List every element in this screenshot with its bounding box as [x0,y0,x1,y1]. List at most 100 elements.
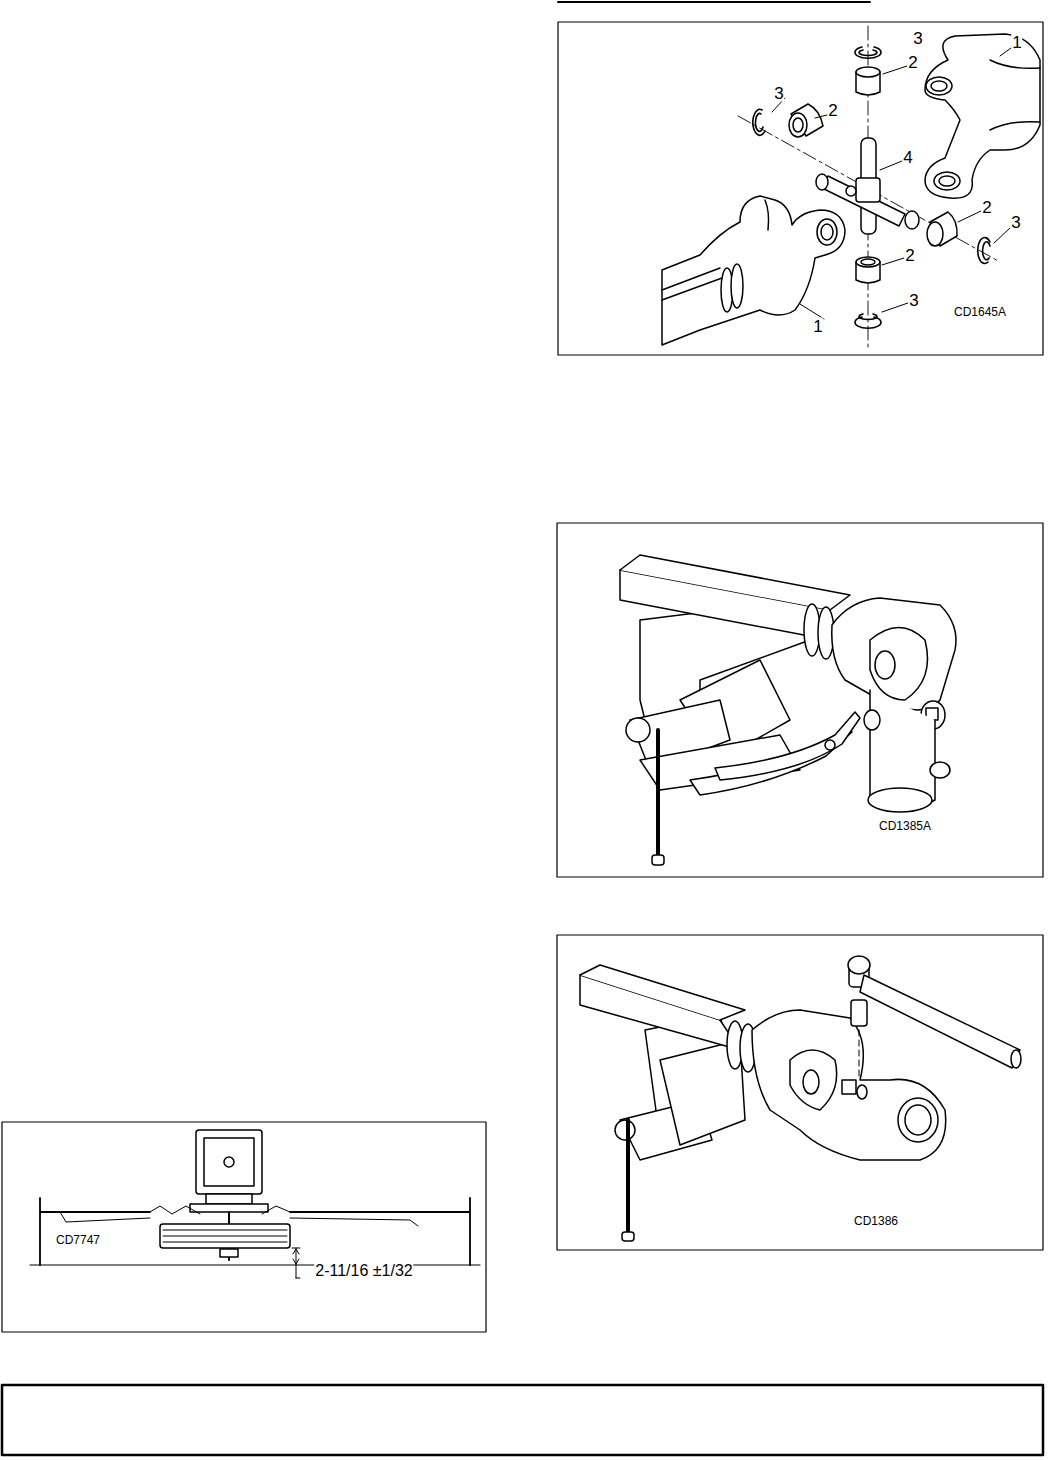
shaft [620,555,850,659]
dimension-line [293,1249,299,1254]
spider-cross [822,176,905,226]
figure-frame [557,523,1043,877]
yoke [765,200,769,230]
figure-frame [2,1122,486,1332]
pulley [160,1224,290,1248]
yoke [925,34,1040,198]
yoke [662,268,722,300]
figure-frame [557,523,1043,877]
snap-ring [855,47,881,58]
callout-number: 2 [907,54,918,71]
callout-number: 2 [827,102,838,119]
bearing-cup [856,257,880,267]
pliers [715,712,860,780]
mower-deck [150,1206,290,1214]
spider-cross [856,178,880,202]
u-joint [905,1105,931,1135]
bearing-cup [861,259,875,265]
u-joint [832,598,956,710]
yoke [662,196,845,345]
callout-number: 2 [904,247,915,264]
hammer [860,975,1020,1068]
u-joint [752,1010,946,1160]
hammer [1011,1050,1021,1068]
hammer [848,956,1021,1078]
u-joint [803,1070,819,1094]
spider-cross [846,186,856,196]
bearing-cup [789,67,957,283]
hammer [851,1000,867,1026]
u-joint [868,788,932,812]
shaft [580,965,756,1072]
shaft [580,965,745,1020]
leader-line [880,161,902,170]
leader-line [994,228,1010,243]
gearbox [196,1130,262,1194]
notice-frame [2,1385,1043,1455]
mower-deck [30,1198,480,1265]
vise [652,855,664,865]
bearing-cup [927,222,943,246]
figure-code: CD1645A [953,306,1007,318]
u-joint [875,651,895,679]
vise [626,718,650,742]
u-joint [864,710,880,730]
dimension-line [296,1265,297,1278]
hammer [859,1030,860,1078]
yoke [931,81,947,91]
heading-underline [558,1,870,3]
snap-ring [983,242,990,260]
u-joint [842,1080,856,1094]
dimension-line [292,1248,300,1278]
yoke [817,219,837,245]
leader-line [883,66,907,74]
shaft [620,555,850,610]
notice-frame [2,1385,1043,1455]
snap-ring [753,47,990,328]
hammer [848,956,870,974]
snap-ring [753,109,765,135]
dimension-line [293,1259,299,1264]
callout-number: 4 [902,149,913,166]
callout-number: 1 [812,318,823,335]
yoke [990,122,1040,130]
yoke [990,60,1040,68]
u-joint [832,598,956,812]
callout-number: 3 [912,30,923,47]
leader-line [815,115,827,118]
callout-number: 1 [1011,34,1022,51]
pliers [825,740,835,750]
u-joint [857,1085,867,1099]
leader-line [958,211,981,222]
u-joint [870,628,928,701]
snap-ring [756,113,763,131]
dimension-text: 2-11/16 ±1/32 [314,1263,413,1279]
gearbox [190,1130,268,1212]
vise [622,1232,634,1241]
u-joint [790,1050,837,1110]
u-joint [898,1098,938,1142]
pulley [160,1212,290,1260]
snap-ring [859,314,877,319]
mower-deck [40,1198,470,1265]
callout-number: 2 [981,199,992,216]
leader-line [882,258,904,265]
yoke [926,77,952,95]
heading-underline [558,1,870,3]
figure-code: CD1386 [853,1215,899,1227]
spider-cross [816,174,828,190]
figure-frame [558,22,1043,355]
yoke [731,264,743,308]
u-joint [752,1010,946,1160]
vise [626,600,810,865]
callout-number: 3 [1010,214,1021,231]
figure-frame [2,1122,486,1332]
spider-cross [816,138,919,234]
yoke [925,34,1040,198]
figure-code: CD7747 [55,1234,101,1246]
vise [626,1120,630,1235]
snap-ring [859,50,877,55]
vise [656,730,660,860]
